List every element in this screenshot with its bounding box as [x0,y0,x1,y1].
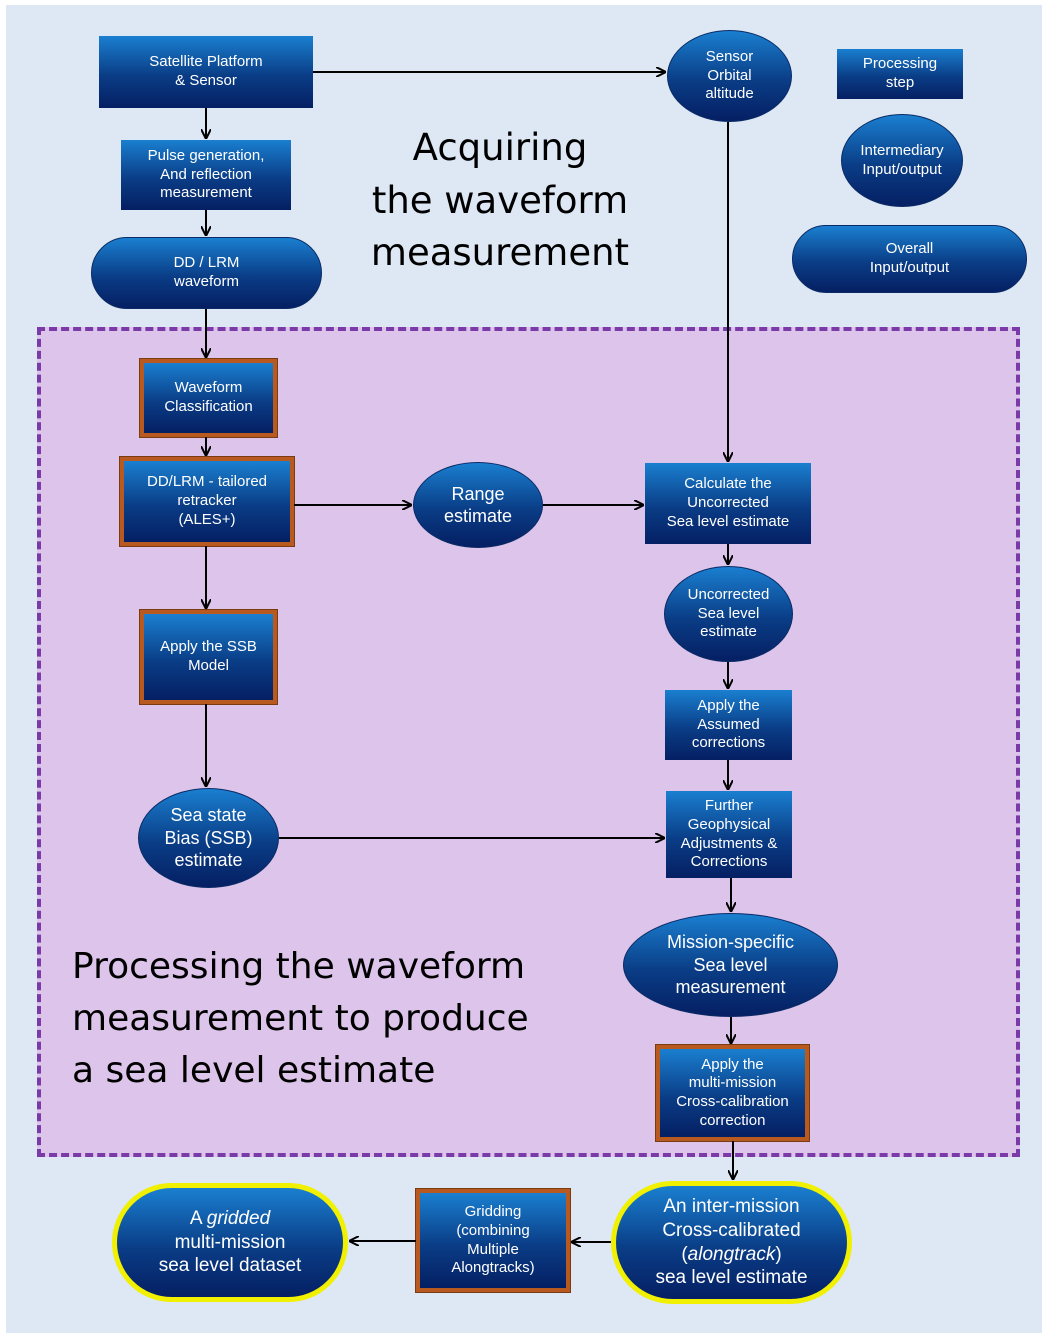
legend-overall-io: Overall Input/output [792,225,1027,293]
calculate-uncorrected: Calculate the Uncorrected Sea level esti… [645,463,811,544]
further-geophysical: Further Geophysical Adjustments & Correc… [666,791,792,878]
apply-ssb-model: Apply the SSB Model [139,609,278,705]
acquiring-title: Acquiring the waveform measurement [370,126,630,275]
processing-title: Processing the waveform measurement to p… [72,946,529,1092]
gridded-text: A gridded multi-mission sea level datase… [158,1207,302,1277]
inter-mission-text: An inter-mission Cross-calibrated (along… [655,1196,808,1289]
ddlrm-waveform: DD / LRM waveform [91,237,322,309]
satellite-platform-sensor: Satellite Platform & Sensor [99,36,313,108]
inter-mission-sea-level: An inter-mission Cross-calibrated (along… [611,1181,852,1304]
pulse-generation: Pulse generation, And reflection measure… [121,140,291,210]
uncorrected-sea-level: Uncorrected Sea level estimate [664,566,793,662]
gridding: Gridding (combining Multiple Alongtracks… [415,1188,571,1293]
ddlrm-retracker: DD/LRM - tailored retracker (ALES+) [119,456,295,547]
legend-intermediary-io: Intermediary Input/output [841,114,963,207]
mission-specific-sea-level: Mission-specific Sea level measurement [623,913,838,1017]
range-estimate: Range estimate [413,462,543,548]
sensor-orbital-altitude: Sensor Orbital altitude [667,30,792,122]
apply-assumed-corrections: Apply the Assumed corrections [665,690,792,760]
gridded-dataset: A gridded multi-mission sea level datase… [112,1183,348,1302]
waveform-classification: Waveform Classification [139,358,278,438]
ssb-estimate: Sea state Bias (SSB) estimate [138,788,279,888]
cross-calibration-correction: Apply the multi-mission Cross-calibratio… [655,1044,810,1142]
legend-processing-step: Processing step [837,49,963,99]
